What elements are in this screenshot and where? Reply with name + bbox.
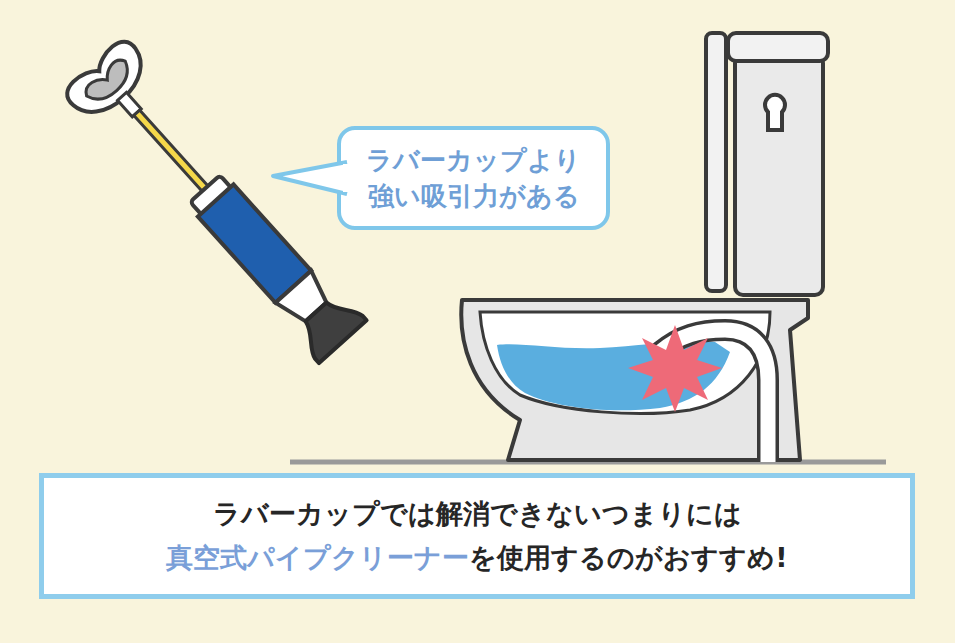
note-text: を使用するのがおすすめ! [469, 542, 787, 573]
suction-cup [292, 291, 366, 364]
tail-outline [273, 162, 347, 194]
toilet-lid [706, 33, 726, 291]
toilet-bowl [461, 300, 808, 460]
note-text: ラバーカップでは解消できないつまりには [213, 498, 742, 529]
shaft [134, 110, 214, 197]
toilet-tank [735, 55, 823, 295]
tank-cover [728, 33, 828, 61]
tank-lever [765, 95, 785, 130]
note-line: ラバーカップでは解消できないつまりには [64, 492, 890, 536]
speech-bubble: ラバーカップより 強い吸引力がある [337, 126, 610, 230]
note-box: ラバーカップでは解消できないつまりには真空式パイプクリーナーを使用するのがおすす… [39, 473, 915, 599]
bubble-tail [271, 154, 351, 204]
note-line: 真空式パイプクリーナーを使用するのがおすすめ! [64, 536, 890, 580]
vacuum-pipe-cleaner [61, 36, 374, 370]
blockage-burst [628, 325, 722, 412]
bubble-text: ラバーカップより 強い吸引力がある [365, 142, 582, 214]
highlight-text: 真空式パイプクリーナー [166, 542, 469, 573]
tail-join [343, 164, 353, 192]
